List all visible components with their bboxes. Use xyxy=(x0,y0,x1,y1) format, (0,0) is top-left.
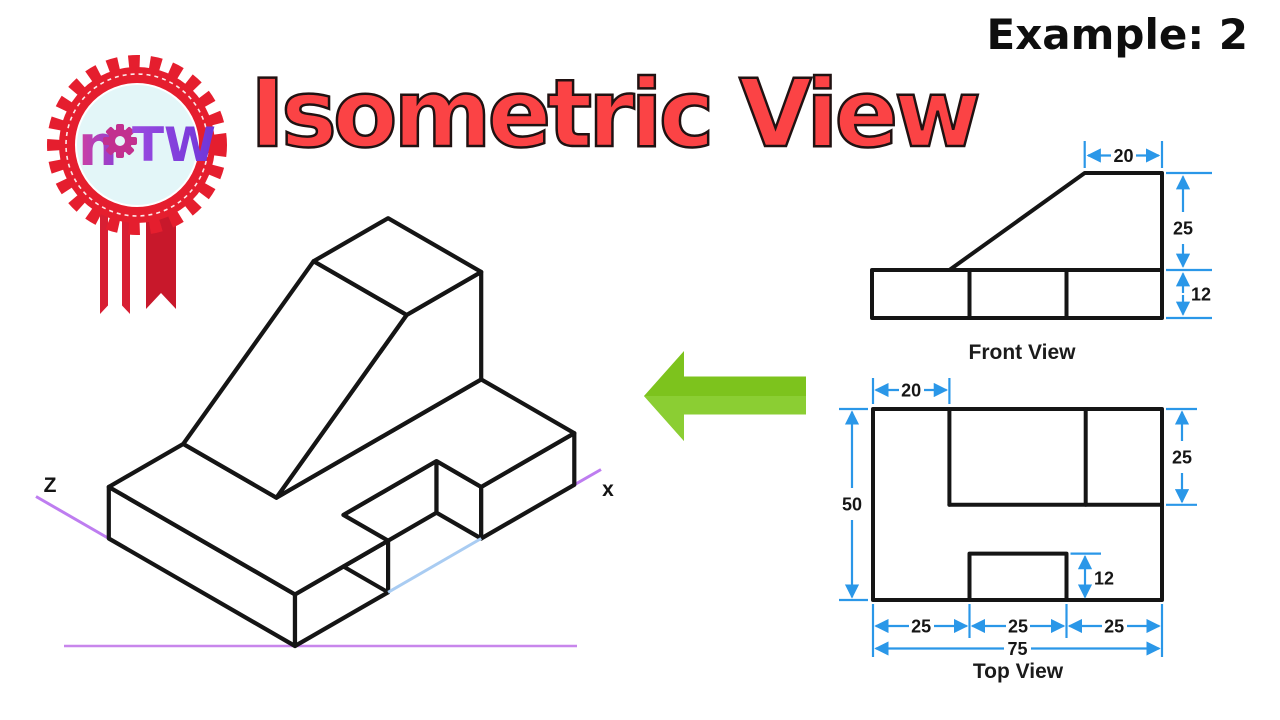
block-top-face xyxy=(311,216,484,317)
top-view-notch xyxy=(967,551,1069,602)
z-axis-label: Z xyxy=(44,474,57,497)
top-view-label: Top View xyxy=(973,660,1064,683)
top-dim-seg-c: 25 xyxy=(1104,617,1124,637)
z-axis-line xyxy=(35,495,110,540)
front-dim-base-height: 12 xyxy=(1191,285,1211,305)
green-arrow-icon xyxy=(644,351,806,441)
top-dim-seg-a: 25 xyxy=(911,617,931,637)
top-dim-block-offset: 20 xyxy=(901,381,921,401)
front-dim-upper-height: 25 xyxy=(1173,219,1193,239)
top-dim-notch-depth: 12 xyxy=(1094,569,1114,589)
top-view-drawing: 20 50 25 12 25 25 25 75 xyxy=(839,378,1197,683)
top-dim-total-depth: 50 xyxy=(842,495,862,515)
gear-icon xyxy=(103,124,137,158)
front-view-base xyxy=(870,268,1164,320)
badge-logo: n TW xyxy=(47,55,227,314)
front-view-drawing: 20 25 12 Front View xyxy=(870,141,1212,364)
front-view-upper xyxy=(947,171,1164,272)
isometric-drawing: Z x xyxy=(35,216,614,649)
notch-construction-line xyxy=(387,537,482,594)
top-dim-block-depth: 25 xyxy=(1172,448,1192,468)
page-title: Isometric View xyxy=(249,59,983,171)
example-badge: Example: 2 xyxy=(986,10,1248,59)
front-view-label: Front View xyxy=(969,341,1077,364)
logo-letters-tw: TW xyxy=(132,118,216,173)
notch-left-wall-bottom-edge xyxy=(341,564,391,595)
top-dim-total-width: 75 xyxy=(1007,639,1027,659)
top-dim-seg-b: 25 xyxy=(1008,617,1028,637)
rosette xyxy=(47,55,227,235)
x-axis-line xyxy=(573,468,602,487)
front-dim-top-width: 20 xyxy=(1113,146,1133,166)
x-axis-label: x xyxy=(602,478,614,501)
logo-letters: n TW xyxy=(78,114,216,179)
